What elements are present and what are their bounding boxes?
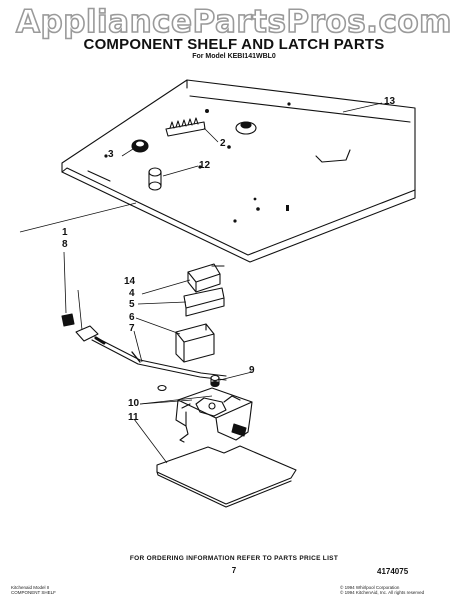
part-12-plug-button — [148, 167, 162, 191]
callout-10: 10 — [128, 398, 140, 409]
part-7-latch-rod — [91, 336, 227, 381]
model-subtitle: For Model KEBI141WBL0 — [192, 53, 276, 60]
part-6-bracket-box — [175, 323, 215, 363]
callout-13: 13 — [384, 96, 396, 107]
leader-lines — [19, 102, 383, 464]
part-8-clip — [61, 313, 75, 327]
callout-3: 3 — [108, 149, 114, 160]
part-4-switch — [187, 263, 225, 293]
part-11-insulation-plate — [156, 445, 297, 508]
component-shelf-panel — [61, 79, 416, 263]
callout-5: 5 — [129, 299, 135, 310]
callout-9: 9 — [249, 365, 255, 376]
callout-11: 11 — [128, 412, 139, 423]
diagram-title: COMPONENT SHELF AND LATCH PARTS — [83, 36, 385, 53]
callout-2: 2 — [220, 138, 226, 149]
part-14-connector — [75, 325, 99, 342]
shelf-holes — [104, 102, 291, 223]
callout-4: 4 — [129, 288, 135, 299]
small-print-right: © 1994 Whirlpool Corporation © 1994 Kitc… — [340, 585, 425, 595]
part-9-screw — [210, 374, 220, 388]
small-print-left: Kitchenaid Model II COMPONENT SHELF — [11, 585, 56, 595]
page-number: 7 — [231, 566, 237, 575]
ordering-note: FOR ORDERING INFORMATION REFER TO PARTS … — [129, 555, 339, 562]
callout-14: 14 — [124, 276, 136, 287]
callout-1: 1 — [62, 227, 68, 238]
callout-8: 8 — [62, 239, 68, 250]
callout-6: 6 — [129, 312, 135, 323]
callout-12: 12 — [199, 160, 211, 171]
part-number: 4174075 — [377, 567, 409, 576]
part-5-bracket — [183, 287, 225, 317]
callout-7: 7 — [129, 323, 135, 334]
latch-mechanism-assembly — [175, 387, 253, 443]
